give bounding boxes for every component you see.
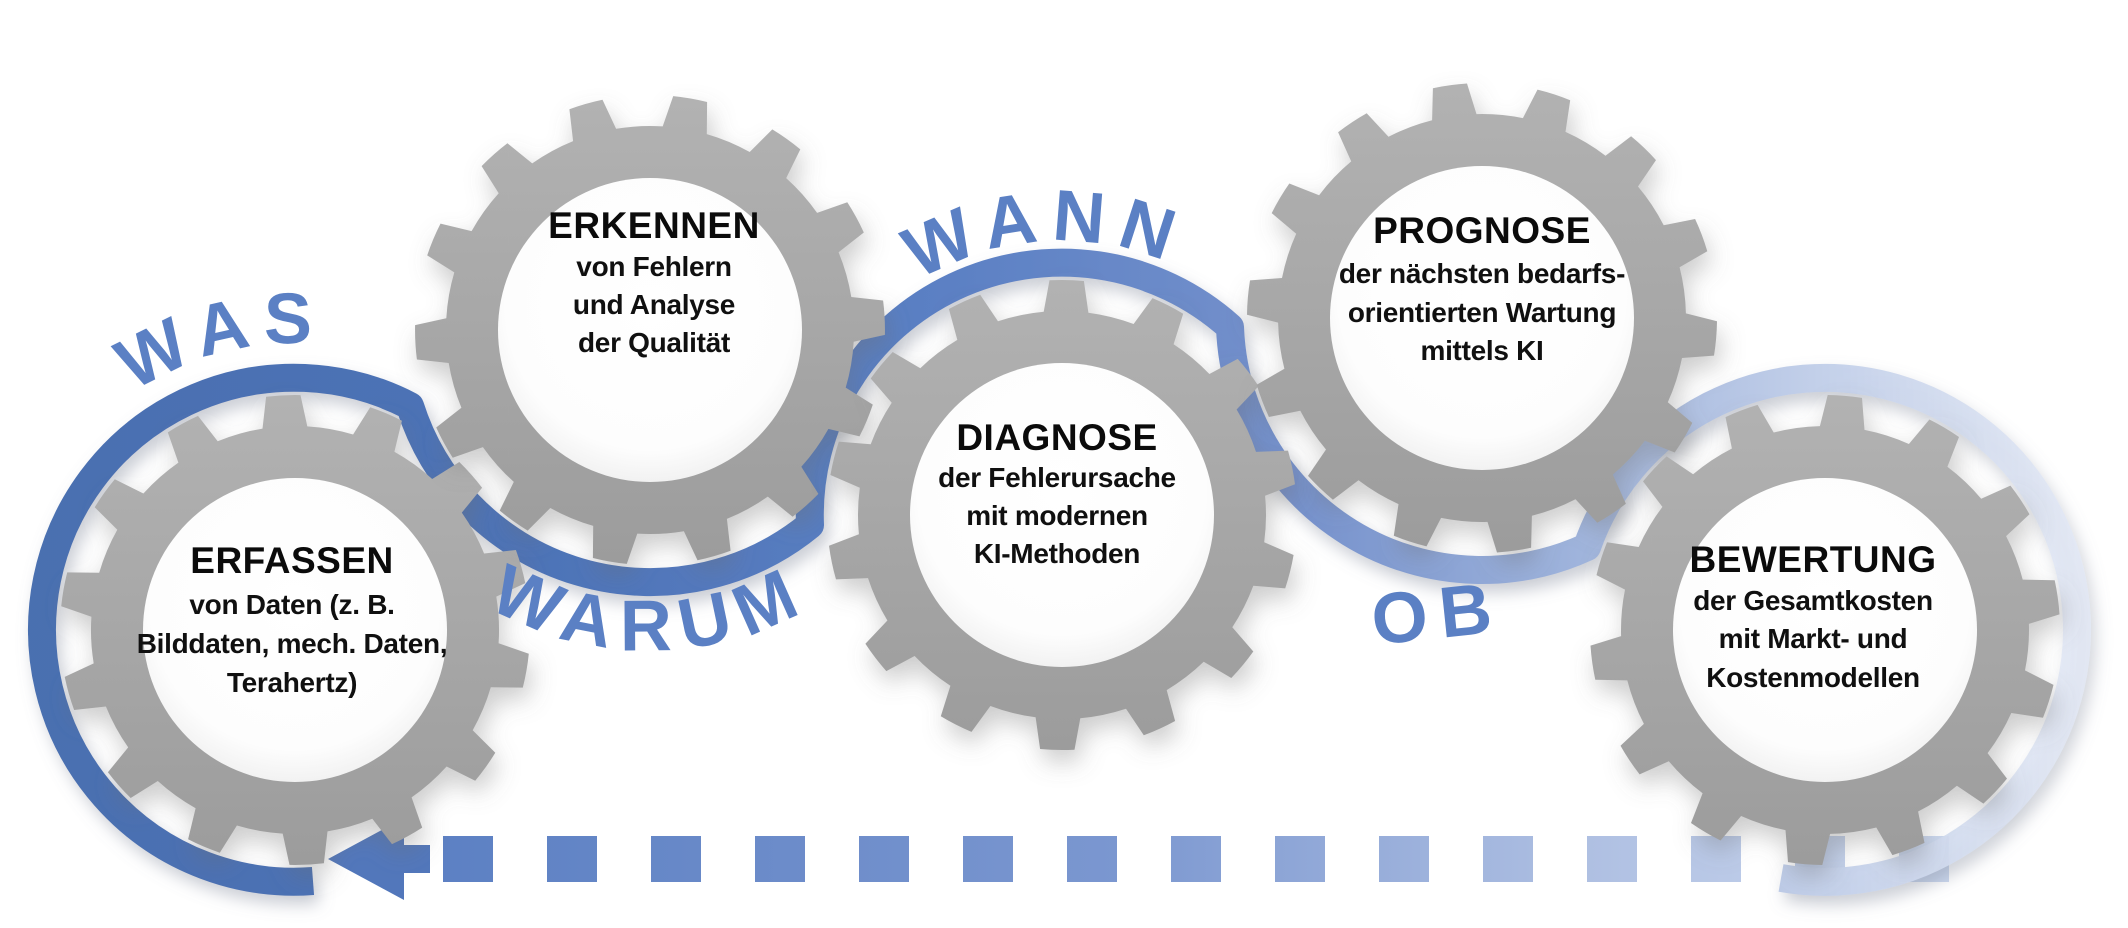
gear-bewertung: BEWERTUNG der Gesamtkosten mit Markt- un… (1590, 395, 2060, 865)
gear-face (910, 363, 1214, 667)
gear-subtitle-line: der nächsten bedarfs- (1339, 258, 1625, 289)
dash-segment (1067, 836, 1117, 882)
dash-segment (1691, 836, 1741, 882)
gear-erfassen: ERFASSEN von Daten (z. B. Bilddaten, mec… (61, 395, 529, 865)
dash-segment (1587, 836, 1637, 882)
gear-title: ERFASSEN (190, 540, 393, 581)
dash-segment (651, 836, 701, 882)
gear-subtitle-line: von Fehlern (576, 251, 731, 282)
gear-subtitle-line: mit Markt- und (1719, 623, 1908, 654)
gear-subtitle-line: mit modernen (966, 500, 1148, 531)
label-ob: OB (1368, 567, 1508, 660)
gear-diagnose: DIAGNOSE der Fehlerursache mit modernen … (829, 279, 1295, 751)
gear-subtitle-line: mittels KI (1420, 335, 1543, 366)
return-arrowhead-icon (328, 818, 430, 900)
gear-erkennen: ERKENNEN von Fehlern und Analyse der Qua… (415, 96, 885, 564)
dash-segment (1483, 836, 1533, 882)
gear-face (498, 178, 802, 482)
dashed-return-line (443, 836, 1949, 882)
gear-subtitle-line: Terahertz) (227, 667, 357, 698)
gear-title: PROGNOSE (1373, 210, 1591, 251)
gear-subtitle-line: der Qualität (578, 327, 730, 358)
gear-title: BEWERTUNG (1689, 539, 1936, 580)
gear-subtitle-line: Kostenmodellen (1706, 662, 1920, 693)
gear-subtitle-line: und Analyse (573, 289, 735, 320)
dash-segment (755, 836, 805, 882)
dash-segment (547, 836, 597, 882)
flow-wave-line (28, 248, 2091, 896)
dash-segment (1379, 836, 1429, 882)
gear-subtitle-line: orientierten Wartung (1348, 297, 1616, 328)
gear-title: DIAGNOSE (956, 417, 1157, 458)
dash-segment (859, 836, 909, 882)
gear-title: ERKENNEN (548, 205, 760, 246)
gear-face (1330, 166, 1634, 470)
gears: ERFASSEN von Daten (z. B. Bilddaten, mec… (61, 83, 2060, 865)
gear-face (1673, 478, 1977, 782)
gear-subtitle-line: KI-Methoden (974, 538, 1140, 569)
dash-segment (443, 836, 493, 882)
label-warum: WARUM (480, 550, 819, 667)
gear-subtitle-line: der Gesamtkosten (1693, 585, 1933, 616)
gear-subtitle-line: von Daten (z. B. (189, 589, 394, 620)
gear-subtitle-line: Bilddaten, mech. Daten, (137, 628, 448, 659)
gear-prognose: PROGNOSE der nächsten bedarfs- orientier… (1247, 83, 1717, 553)
gear-face (143, 478, 447, 782)
dash-segment (1275, 836, 1325, 882)
gear-subtitle-line: der Fehlerursache (938, 462, 1176, 493)
dash-segment (963, 836, 1013, 882)
dash-segment (1171, 836, 1221, 882)
